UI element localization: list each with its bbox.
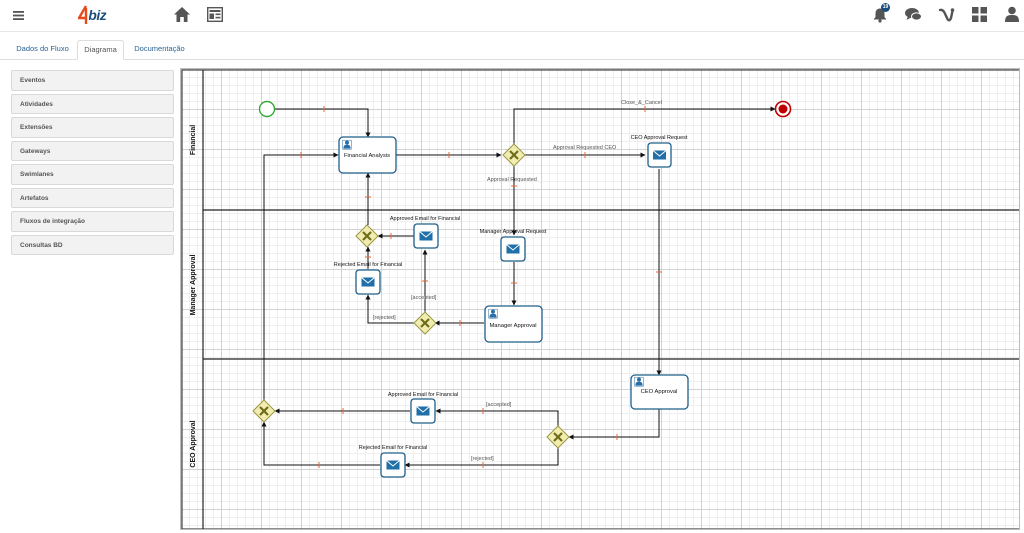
message-label-approved-email-financial-ceo: Approved Email for Financial [388, 392, 458, 398]
tab-diagrama[interactable]: Diagrama [77, 40, 124, 60]
tab-dados-do-fluxo[interactable]: Dados do Fluxo [16, 44, 69, 53]
palette-atividades[interactable]: Atividades [11, 93, 174, 114]
message-label-rejected-email-financial: Rejected Email for Financial [334, 262, 402, 268]
flow-label-rejected-1: [rejected] [373, 315, 396, 321]
palette-consultas-bd[interactable]: Consultas BD [11, 234, 174, 255]
flow-gateway-to-end [513, 106, 776, 144]
flow-label-approval-requested-ceo: Approval Requested CEO [553, 145, 617, 151]
tab-documentacao[interactable]: Documentação [134, 44, 185, 53]
start-event[interactable] [258, 100, 276, 118]
task-label-ceo-approval: CEO Approval [641, 389, 678, 395]
message-approved-email-financial-ceo[interactable]: Approved Email for Financial [388, 392, 458, 424]
gateway-manager-decision[interactable] [412, 310, 438, 336]
message-ceo-approval-request[interactable]: CEO Approval Request [631, 135, 688, 168]
message-manager-approval-request[interactable]: Manager Approval Request [480, 229, 547, 262]
message-label-approved-email-financial: Approved Email for Financial [390, 216, 460, 222]
gateway-financial-decision[interactable] [501, 142, 527, 168]
apps-grid-icon[interactable] [972, 7, 987, 22]
gateway-ceo-join[interactable] [251, 398, 277, 424]
flow-label-accepted-2: [accepted] [486, 402, 512, 408]
flow-join-to-financial-analysis-2 [263, 152, 339, 400]
message-rejected-email-financial-ceo[interactable]: Rejected Email for Financial [359, 445, 427, 478]
menu-icon[interactable] [13, 10, 24, 21]
flow-markers [300, 106, 662, 468]
task-financial-analysis[interactable]: Financial Analysis [338, 136, 397, 174]
message-rejected-email-financial[interactable]: Rejected Email for Financial [334, 262, 402, 295]
task-label-financial-analysis: Financial Analysis [344, 153, 390, 159]
message-label-ceo-approval-request: CEO Approval Request [631, 135, 688, 141]
palette-eventos[interactable]: Eventos [11, 70, 174, 91]
task-ceo-approval[interactable]: CEO Approval [630, 374, 689, 410]
task-label-manager-approval: Manager Approval [489, 323, 536, 329]
top-bar: 4biz 19 [0, 0, 1024, 32]
sequence-flows [261, 106, 776, 468]
notification-badge: 19 [881, 3, 890, 12]
flow-label-rejected-2: [rejected] [471, 456, 494, 462]
task-manager-approval[interactable]: Manager Approval [484, 305, 543, 343]
flow-accepted-to-approved-email-2 [435, 408, 559, 426]
message-approved-email-financial[interactable]: Approved Email for Financial [390, 216, 460, 249]
route-icon[interactable] [938, 6, 955, 23]
pool [181, 69, 1019, 529]
lane-label-ceo-approval: CEO Approval [190, 420, 197, 467]
palette-extensoes[interactable]: Extensões [11, 117, 174, 138]
message-label-manager-approval-request: Manager Approval Request [480, 229, 547, 235]
lane-label-manager-approval: Manager Approval [190, 255, 197, 316]
diagram-canvas[interactable]: Financial Manager Approval CEO Approval [180, 68, 1020, 530]
lane-label-financial: Financial [190, 125, 197, 155]
tab-bar: Dados do Fluxo Diagrama Documentação [0, 38, 1024, 60]
chat-icon[interactable] [905, 7, 922, 22]
palette-fluxos-de-integracao[interactable]: Fluxos de integração [11, 211, 174, 232]
palette-sidebar: Eventos Atividades Extensões Gateways Sw… [11, 70, 174, 258]
flow-ceo-approval-to-gateway [568, 408, 660, 440]
home-icon[interactable] [174, 7, 190, 22]
flow-rejected-email-2-to-join [261, 421, 380, 466]
palette-gateways[interactable]: Gateways [11, 140, 174, 161]
flow-start-to-financial-analysis [274, 108, 371, 138]
end-event[interactable] [774, 100, 792, 118]
gateway-financial-join[interactable] [354, 223, 380, 249]
user-icon[interactable] [1005, 6, 1019, 22]
flow-rejected-to-rejected-email [365, 294, 414, 324]
flow-label-close-cancel: Close_&_Cancel [621, 100, 662, 106]
flow-label-approval-requested: Approval Requested [487, 177, 537, 183]
bpmn-diagram: Financial Manager Approval CEO Approval [181, 69, 1019, 529]
layout-icon[interactable] [207, 7, 223, 22]
palette-artefatos[interactable]: Artefatos [11, 187, 174, 208]
flow-label-accepted-1: [accepted] [411, 295, 437, 301]
palette-swimlanes[interactable]: Swimlanes [11, 164, 174, 185]
flow-rejected-to-rejected-email-2 [404, 448, 559, 468]
message-label-rejected-email-financial-ceo: Rejected Email for Financial [359, 445, 427, 451]
gateway-ceo-decision[interactable] [545, 424, 571, 450]
